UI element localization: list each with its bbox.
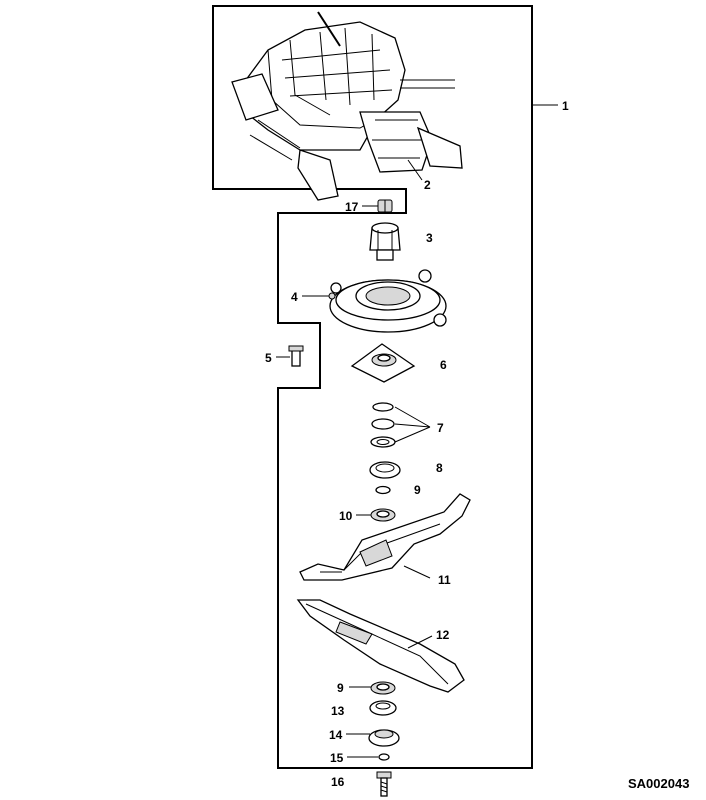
callout-4: 4 xyxy=(291,290,298,304)
part-9-washer-top xyxy=(375,485,391,495)
part-13-cup xyxy=(369,700,397,716)
callout-17: 17 xyxy=(345,200,359,214)
callout-12: 12 xyxy=(436,628,450,642)
leader-7 xyxy=(394,406,431,443)
callout-3: 3 xyxy=(426,231,433,245)
leader-12 xyxy=(407,635,433,649)
part-14-clamp xyxy=(368,729,400,747)
part-9-washer-bottom xyxy=(370,681,396,695)
leader-11 xyxy=(403,565,431,579)
part-16-bolt xyxy=(376,771,392,797)
callout-5: 5 xyxy=(265,351,272,365)
callout-6: 6 xyxy=(440,358,447,372)
part-6-adapter xyxy=(350,343,416,383)
callout-13: 13 xyxy=(331,704,345,718)
assembly-group-outline xyxy=(212,5,533,769)
callout-2: 2 xyxy=(424,178,431,192)
part-8-spacer xyxy=(369,461,401,479)
part-15-lock-washer xyxy=(378,753,390,761)
callout-7: 7 xyxy=(437,421,444,435)
part-5-screw xyxy=(288,345,304,367)
callout-1: 1 xyxy=(562,99,569,113)
callout-8: 8 xyxy=(436,461,443,475)
mower-housing-illustration xyxy=(231,11,463,201)
leader-2 xyxy=(407,159,423,181)
callout-10: 10 xyxy=(339,509,353,523)
part-7-washers xyxy=(370,402,396,448)
part-12-blade xyxy=(296,599,465,693)
part-4-screw xyxy=(328,292,336,300)
part-3-coupling xyxy=(369,222,401,261)
callout-14: 14 xyxy=(329,728,343,742)
part-4-housing-plate xyxy=(329,269,447,333)
callout-15: 15 xyxy=(330,751,344,765)
part-10-washer xyxy=(370,508,396,522)
callout-11: 11 xyxy=(438,573,451,587)
figure-code: SA002043 xyxy=(628,776,689,791)
part-11-blade xyxy=(299,493,471,581)
callout-9-bottom: 9 xyxy=(337,681,344,695)
part-17-nut xyxy=(377,199,393,213)
callout-16: 16 xyxy=(331,775,345,789)
callout-9-top: 9 xyxy=(414,483,421,497)
